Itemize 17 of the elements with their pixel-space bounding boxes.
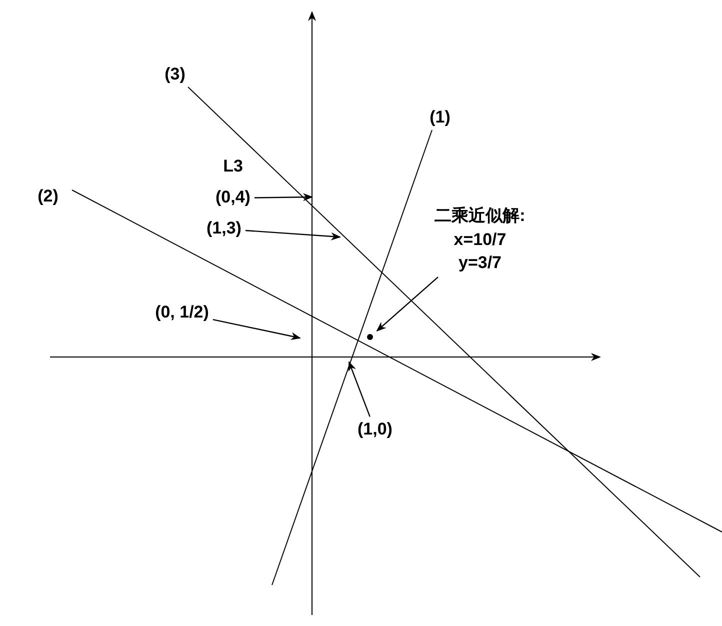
line-label: (2): [38, 188, 58, 206]
coordinate-label: (1,3): [206, 220, 242, 238]
leader-arrow: [212, 318, 301, 340]
coordinate-label: (0, 1/2): [155, 304, 209, 322]
line-label: (1): [430, 108, 450, 128]
solution-value: x=10/7: [454, 230, 506, 250]
solution-value: y=3/7: [458, 254, 502, 274]
leader-arrow: [245, 230, 341, 240]
line-label: L3: [223, 158, 243, 176]
leader-arrow: [376, 276, 438, 332]
solution-point: [367, 334, 373, 340]
coordinate-label: (1,0): [358, 420, 392, 440]
coordinate-label: (0,4): [216, 188, 250, 208]
leader-arrow: [254, 193, 313, 202]
line-label: (3): [164, 66, 186, 84]
solution-heading: 二乘近似解:: [434, 206, 526, 226]
leader-arrow: [348, 361, 370, 417]
